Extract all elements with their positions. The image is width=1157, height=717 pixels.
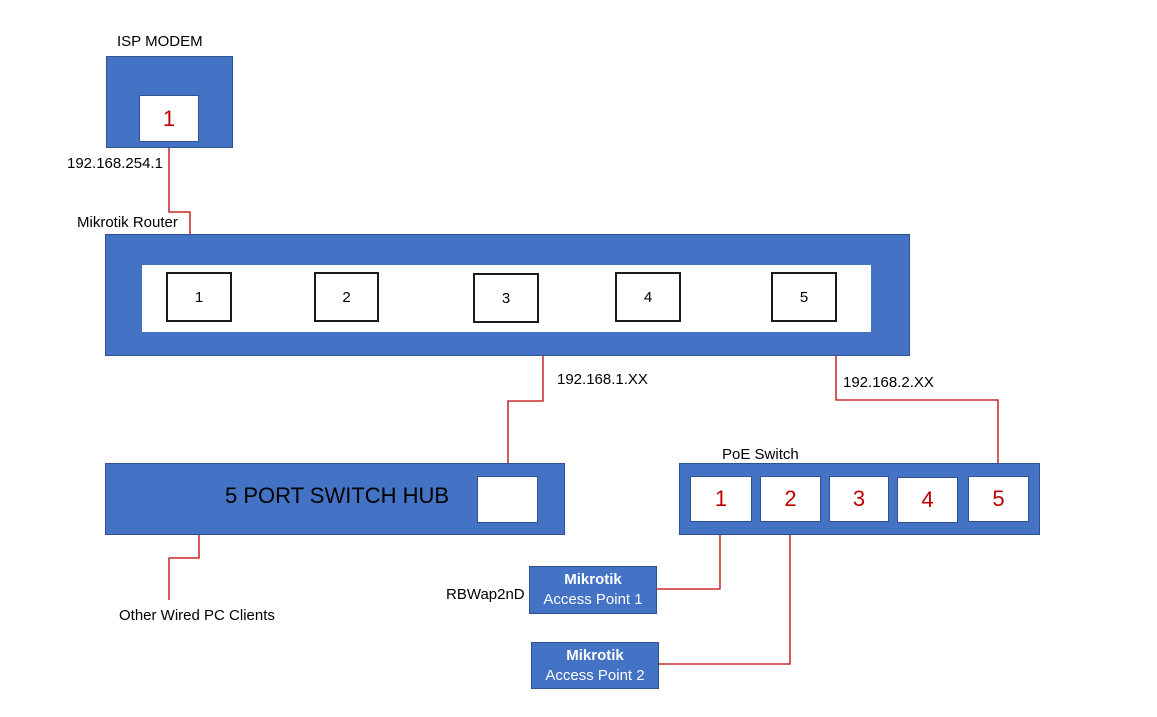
wire-router-3-to-switch-hub [507, 332, 544, 478]
router-port-3: 3 [473, 273, 539, 323]
ap2-line1: Mikrotik [566, 646, 624, 664]
router-port-4: 4 [615, 272, 681, 322]
isp-modem: 1 [106, 56, 233, 148]
router-port-5: 5 [771, 272, 837, 322]
router-title: Mikrotik Router [77, 214, 178, 231]
switch-hub: 5 PORT SWITCH HUB [105, 463, 565, 535]
isp-modem-ip: 192.168.254.1 [67, 155, 163, 172]
subnet-label-a: 192.168.1.XX [557, 371, 648, 388]
router-port-2: 2 [314, 272, 379, 322]
ap1-line1: Mikrotik [564, 571, 622, 588]
subnet-label-b: 192.168.2.XX [843, 374, 934, 391]
wire-switch-hub-to-clients [168, 512, 200, 600]
ap1-model-label: RBWap2nD [446, 586, 525, 603]
poe-port-2: 2 [760, 476, 821, 522]
wire-router-5-to-poe-5 [835, 332, 999, 478]
poe-switch-title: PoE Switch [722, 446, 799, 463]
wire-poe-1-to-ap1 [657, 520, 721, 590]
poe-port-3: 3 [829, 476, 889, 522]
other-wired-clients-label: Other Wired PC Clients [119, 607, 275, 624]
wire-poe-2-to-ap2 [658, 520, 791, 665]
poe-port-4: 4 [897, 477, 958, 523]
ap2-line2: Access Point 2 [545, 666, 645, 684]
switch-hub-uplink-port [477, 476, 538, 523]
isp-modem-title: ISP MODEM [117, 33, 203, 50]
poe-port-1: 1 [690, 476, 752, 522]
poe-port-5: 5 [968, 476, 1029, 522]
switch-hub-title: 5 PORT SWITCH HUB [225, 483, 450, 508]
access-point-1: Mikrotik Access Point 1 [529, 566, 657, 614]
router-port-1: 1 [166, 272, 232, 322]
isp-modem-port-1: 1 [139, 95, 199, 142]
ap1-line2: Access Point 1 [543, 591, 643, 608]
access-point-2: Mikrotik Access Point 2 [531, 642, 659, 689]
